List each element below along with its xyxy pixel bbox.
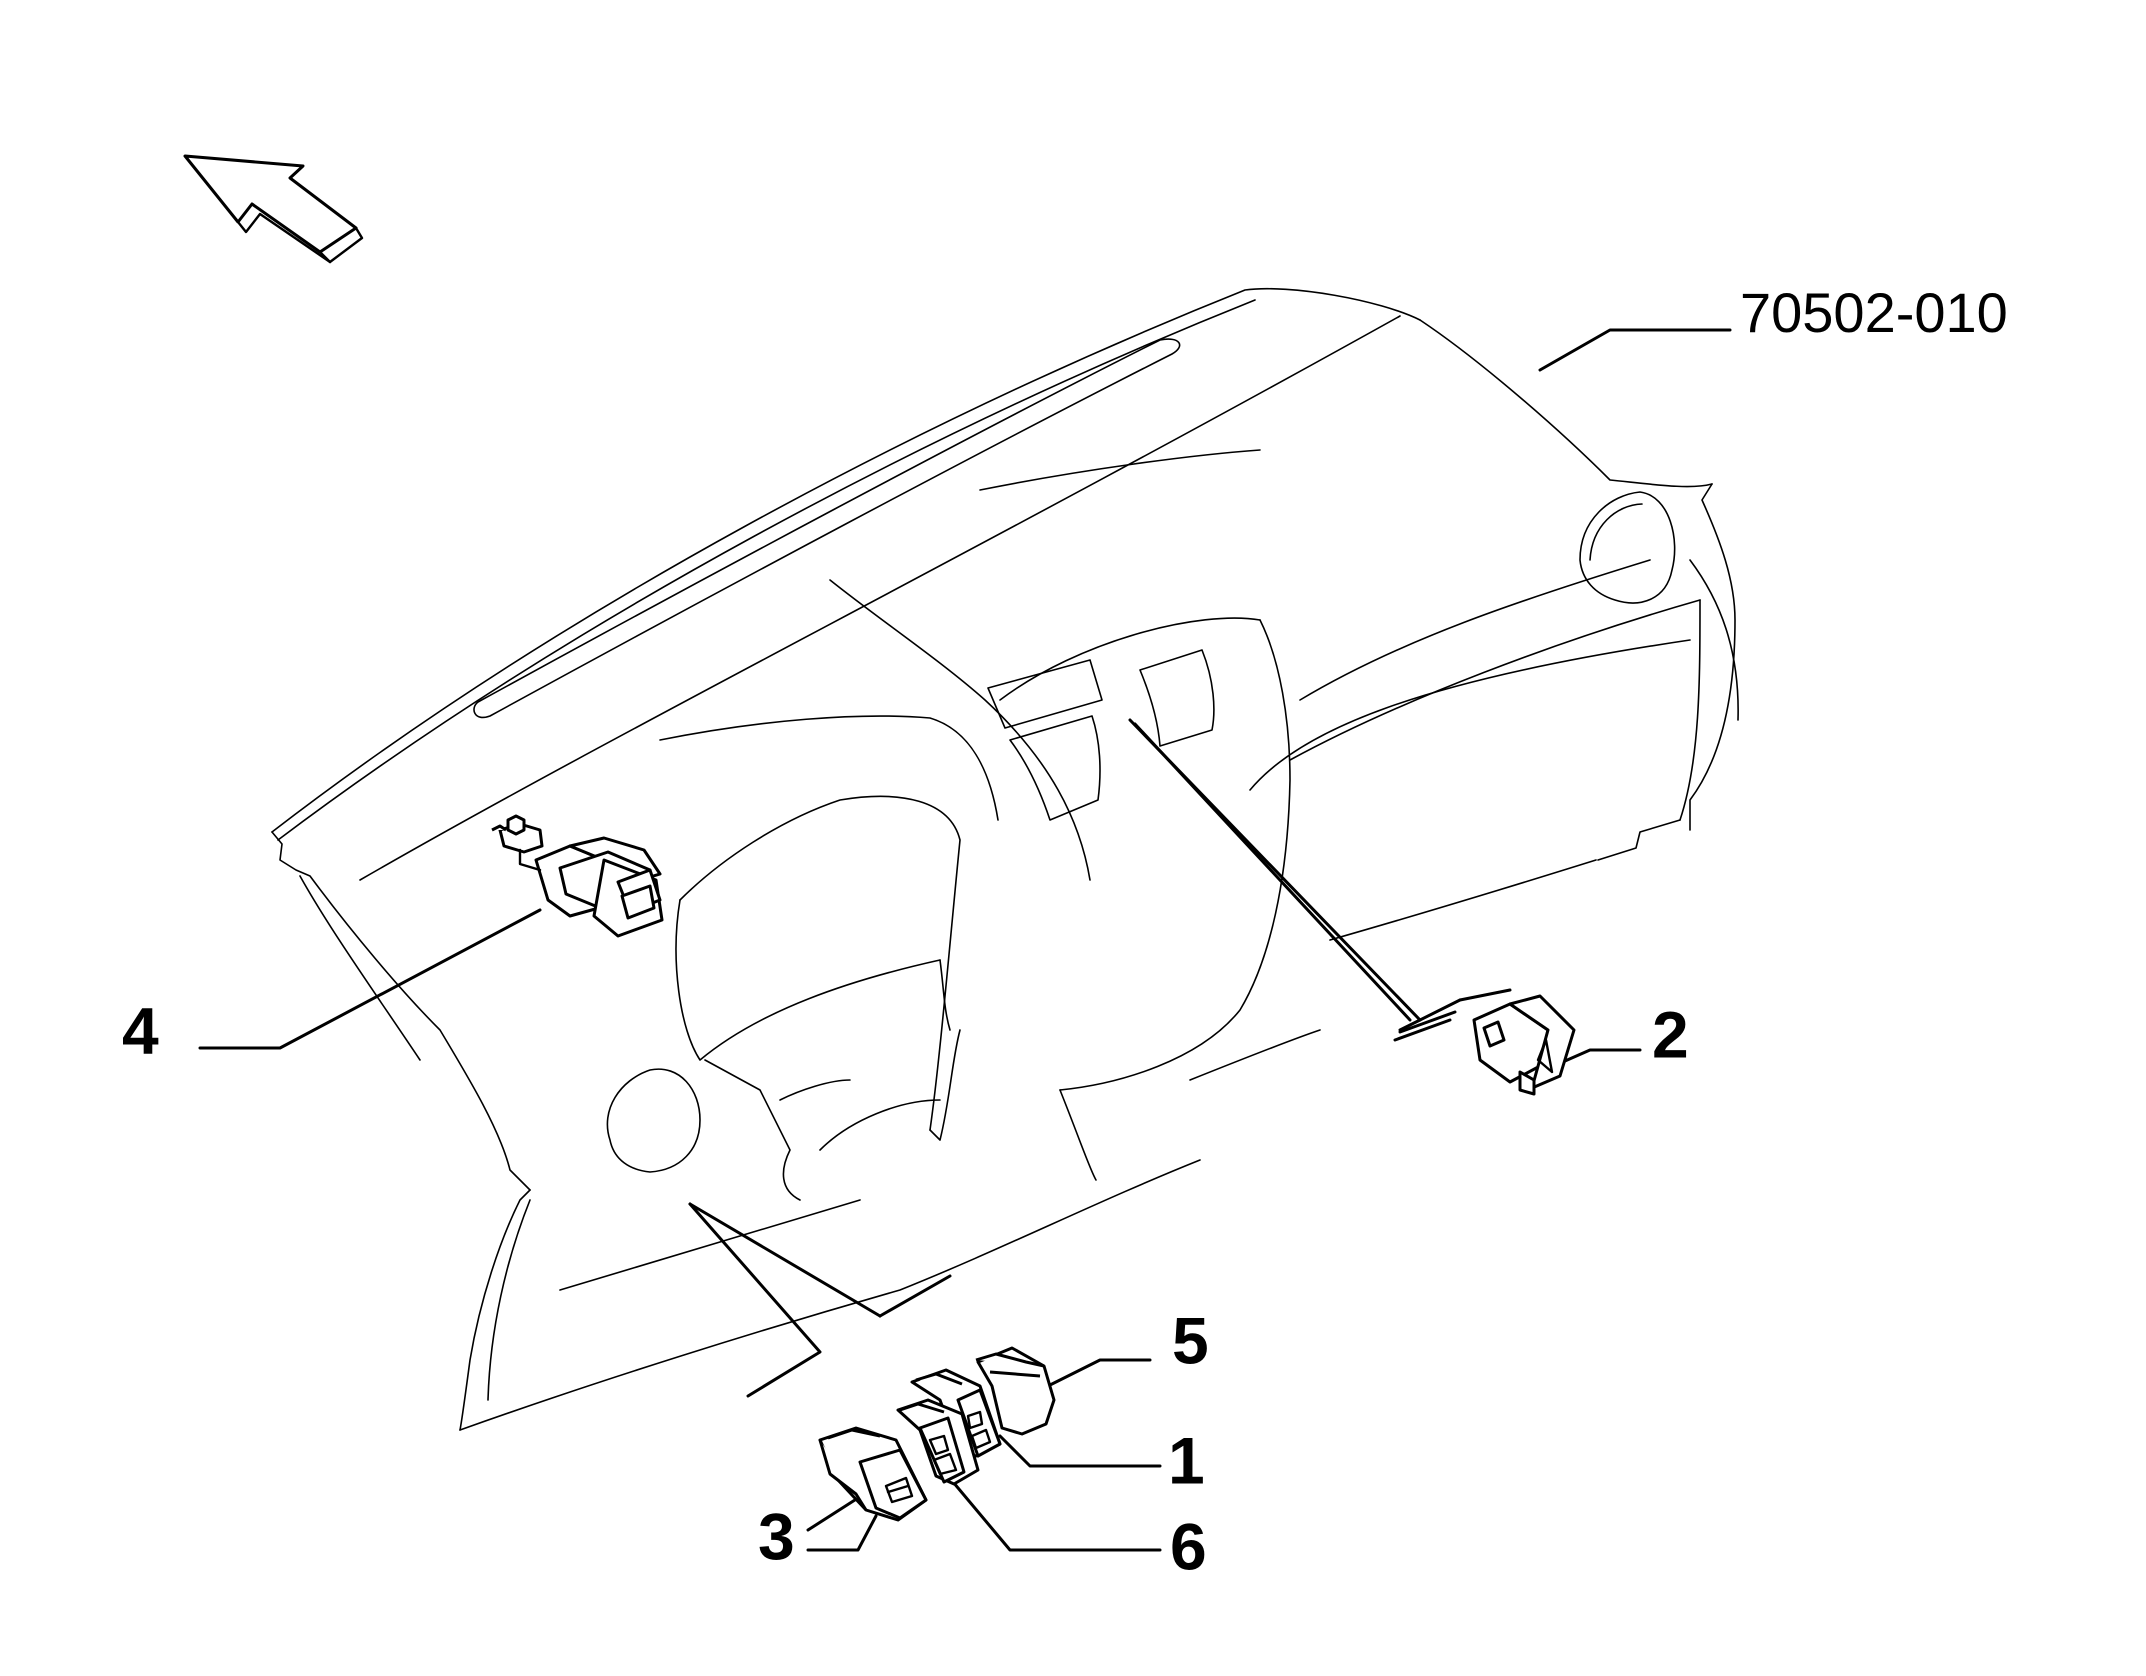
callout-label-4: 4 [122, 993, 159, 1067]
callout-label-2: 2 [1652, 997, 1689, 1071]
callout-label-6: 6 [1170, 1509, 1207, 1583]
orientation-arrow-icon [183, 154, 364, 264]
callout-label-5: 5 [1172, 1303, 1209, 1377]
leader-lines [198, 328, 1732, 1552]
callout-label-1: 1 [1168, 1423, 1205, 1497]
dashboard-outline [271, 287, 1739, 1431]
switch-cluster-parts [818, 1346, 1056, 1522]
callout-label-3: 3 [758, 1499, 795, 1573]
reference-code-label: 70502-010 [1740, 281, 2008, 344]
brake-light-switch-part [491, 814, 664, 938]
hazard-switch-part [1472, 994, 1576, 1096]
